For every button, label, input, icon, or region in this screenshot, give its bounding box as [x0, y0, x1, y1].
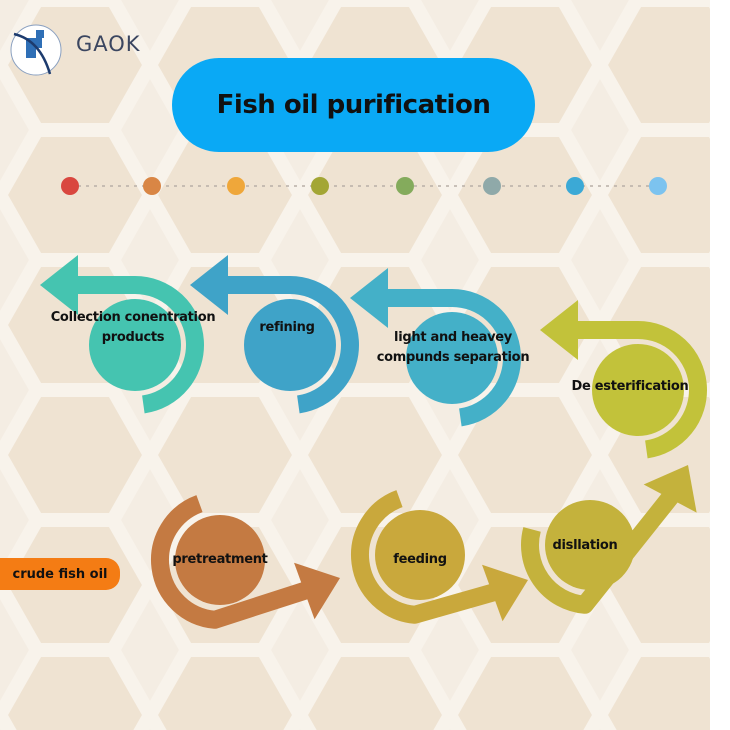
step-label-line: Collection conentration [50, 310, 216, 325]
step-circle [375, 510, 465, 600]
step-label-disllation: disllation [552, 538, 618, 553]
logo-icon [10, 24, 62, 76]
step-label-line: compunds separation [376, 350, 530, 365]
arrowhead [350, 268, 388, 328]
arrowhead [540, 300, 578, 360]
timeline-dot [483, 177, 501, 195]
flow-arrow [521, 489, 680, 614]
timeline-dot [566, 177, 584, 195]
timeline-dot [143, 177, 161, 195]
flow-arrow [151, 495, 311, 629]
process-flow [40, 255, 707, 629]
logo-text: GAOK [76, 32, 141, 56]
step-label-de-esterification: De esterification [571, 379, 689, 394]
timeline-dot [649, 177, 667, 195]
arrowhead [294, 562, 340, 620]
step-label-pretreatment: pretreatment [172, 552, 268, 567]
step-label-line: products [101, 330, 165, 345]
step-label-line: light and heavey [394, 330, 512, 345]
flow-arrow [351, 490, 499, 624]
arrowhead [643, 465, 697, 513]
step-circle [175, 515, 265, 605]
step-label-feeding: feeding [393, 552, 447, 567]
step-label-separation: light and heavey compunds separation [377, 328, 530, 368]
arrowhead [190, 255, 228, 315]
start-label-crude-fish-oil: crude fish oil [0, 558, 120, 590]
timeline-dot [311, 177, 329, 195]
step-label-collection: Collection conentration products [51, 308, 216, 348]
timeline-dots [61, 177, 667, 195]
timeline-dot [396, 177, 414, 195]
page-title: Fish oil purification [172, 58, 535, 152]
arrowhead [482, 564, 528, 622]
arrowhead [40, 255, 78, 315]
flow-arrow [570, 321, 707, 459]
timeline-dot [227, 177, 245, 195]
step-circle [89, 299, 181, 391]
step-circle [406, 312, 498, 404]
step-circle [244, 299, 336, 391]
timeline-dot [61, 177, 79, 195]
flow-arrow [220, 276, 359, 414]
flow-arrow [380, 289, 521, 427]
right-edge-strip [710, 0, 730, 730]
step-circle [592, 344, 684, 436]
step-label-refining: refining [259, 320, 315, 335]
flow-arrow [70, 276, 204, 414]
